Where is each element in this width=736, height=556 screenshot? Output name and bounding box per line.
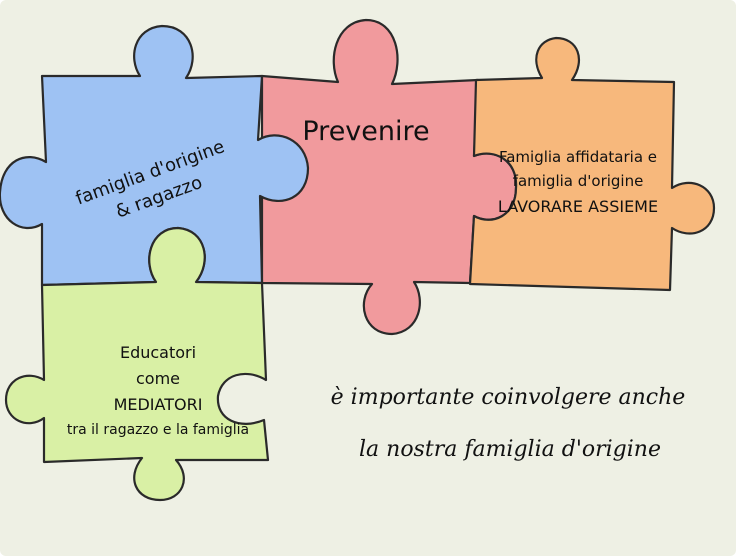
green-piece-line-1: Educatori [120,343,196,362]
red-piece-title: Prevenire [302,116,429,147]
green-piece-line-3: MEDIATORI [114,395,203,414]
orange-piece-line-2: famiglia d'origine [513,172,644,190]
caption-line-2: la nostra famiglia d'origine [359,437,661,462]
green-piece-line-4: tra il ragazzo e la famiglia [67,422,249,438]
orange-piece-line-3: LAVORARE ASSIEME [498,197,658,216]
puzzle-piece-orange [468,36,716,292]
caption-line-1: è importante coinvolgere anche [331,385,686,410]
green-piece-line-2: come [136,369,180,388]
orange-piece-line-1: Famiglia affidataria e [499,148,657,166]
puzzle-piece-green [4,226,270,502]
